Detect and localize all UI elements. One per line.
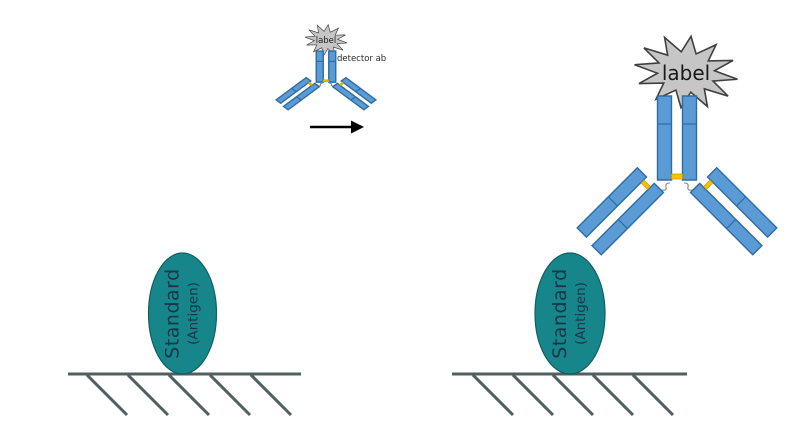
bound-label-text: label xyxy=(662,61,710,85)
antigen-title-text: Standard xyxy=(549,268,571,358)
antigen-label: Standard (Antigen) xyxy=(162,268,202,358)
antigen-subtitle-text: (Antigen) xyxy=(573,282,589,345)
right-panel: Standard (Antigen) label xyxy=(452,28,779,417)
antigen-ellipse xyxy=(147,252,218,375)
arrow-right-icon xyxy=(310,120,364,134)
hatch-line xyxy=(631,373,675,417)
hatch-line xyxy=(208,373,252,417)
detector-antibody-group: label detector ab xyxy=(275,21,386,134)
hatch-line xyxy=(591,373,635,417)
hatch-line xyxy=(511,373,555,417)
left-surface xyxy=(68,372,301,417)
hatch-line xyxy=(126,373,170,417)
right-surface xyxy=(452,372,687,417)
left-panel: Standard (Antigen) xyxy=(68,252,301,417)
antigen-title-text: Standard xyxy=(162,268,184,358)
antibody-icon xyxy=(575,95,779,256)
hatch-line xyxy=(85,373,129,417)
detector-label-text: label xyxy=(316,36,337,46)
antigen-subtitle-text: (Antigen) xyxy=(186,282,202,345)
hatch-line xyxy=(471,373,515,417)
hatch-line xyxy=(167,373,211,417)
hatch-line xyxy=(551,373,595,417)
detector-caption-text: detector ab xyxy=(337,54,386,64)
hatch-line xyxy=(249,373,293,417)
antigen-label: Standard (Antigen) xyxy=(549,268,589,358)
antigen-ellipse xyxy=(534,252,606,375)
